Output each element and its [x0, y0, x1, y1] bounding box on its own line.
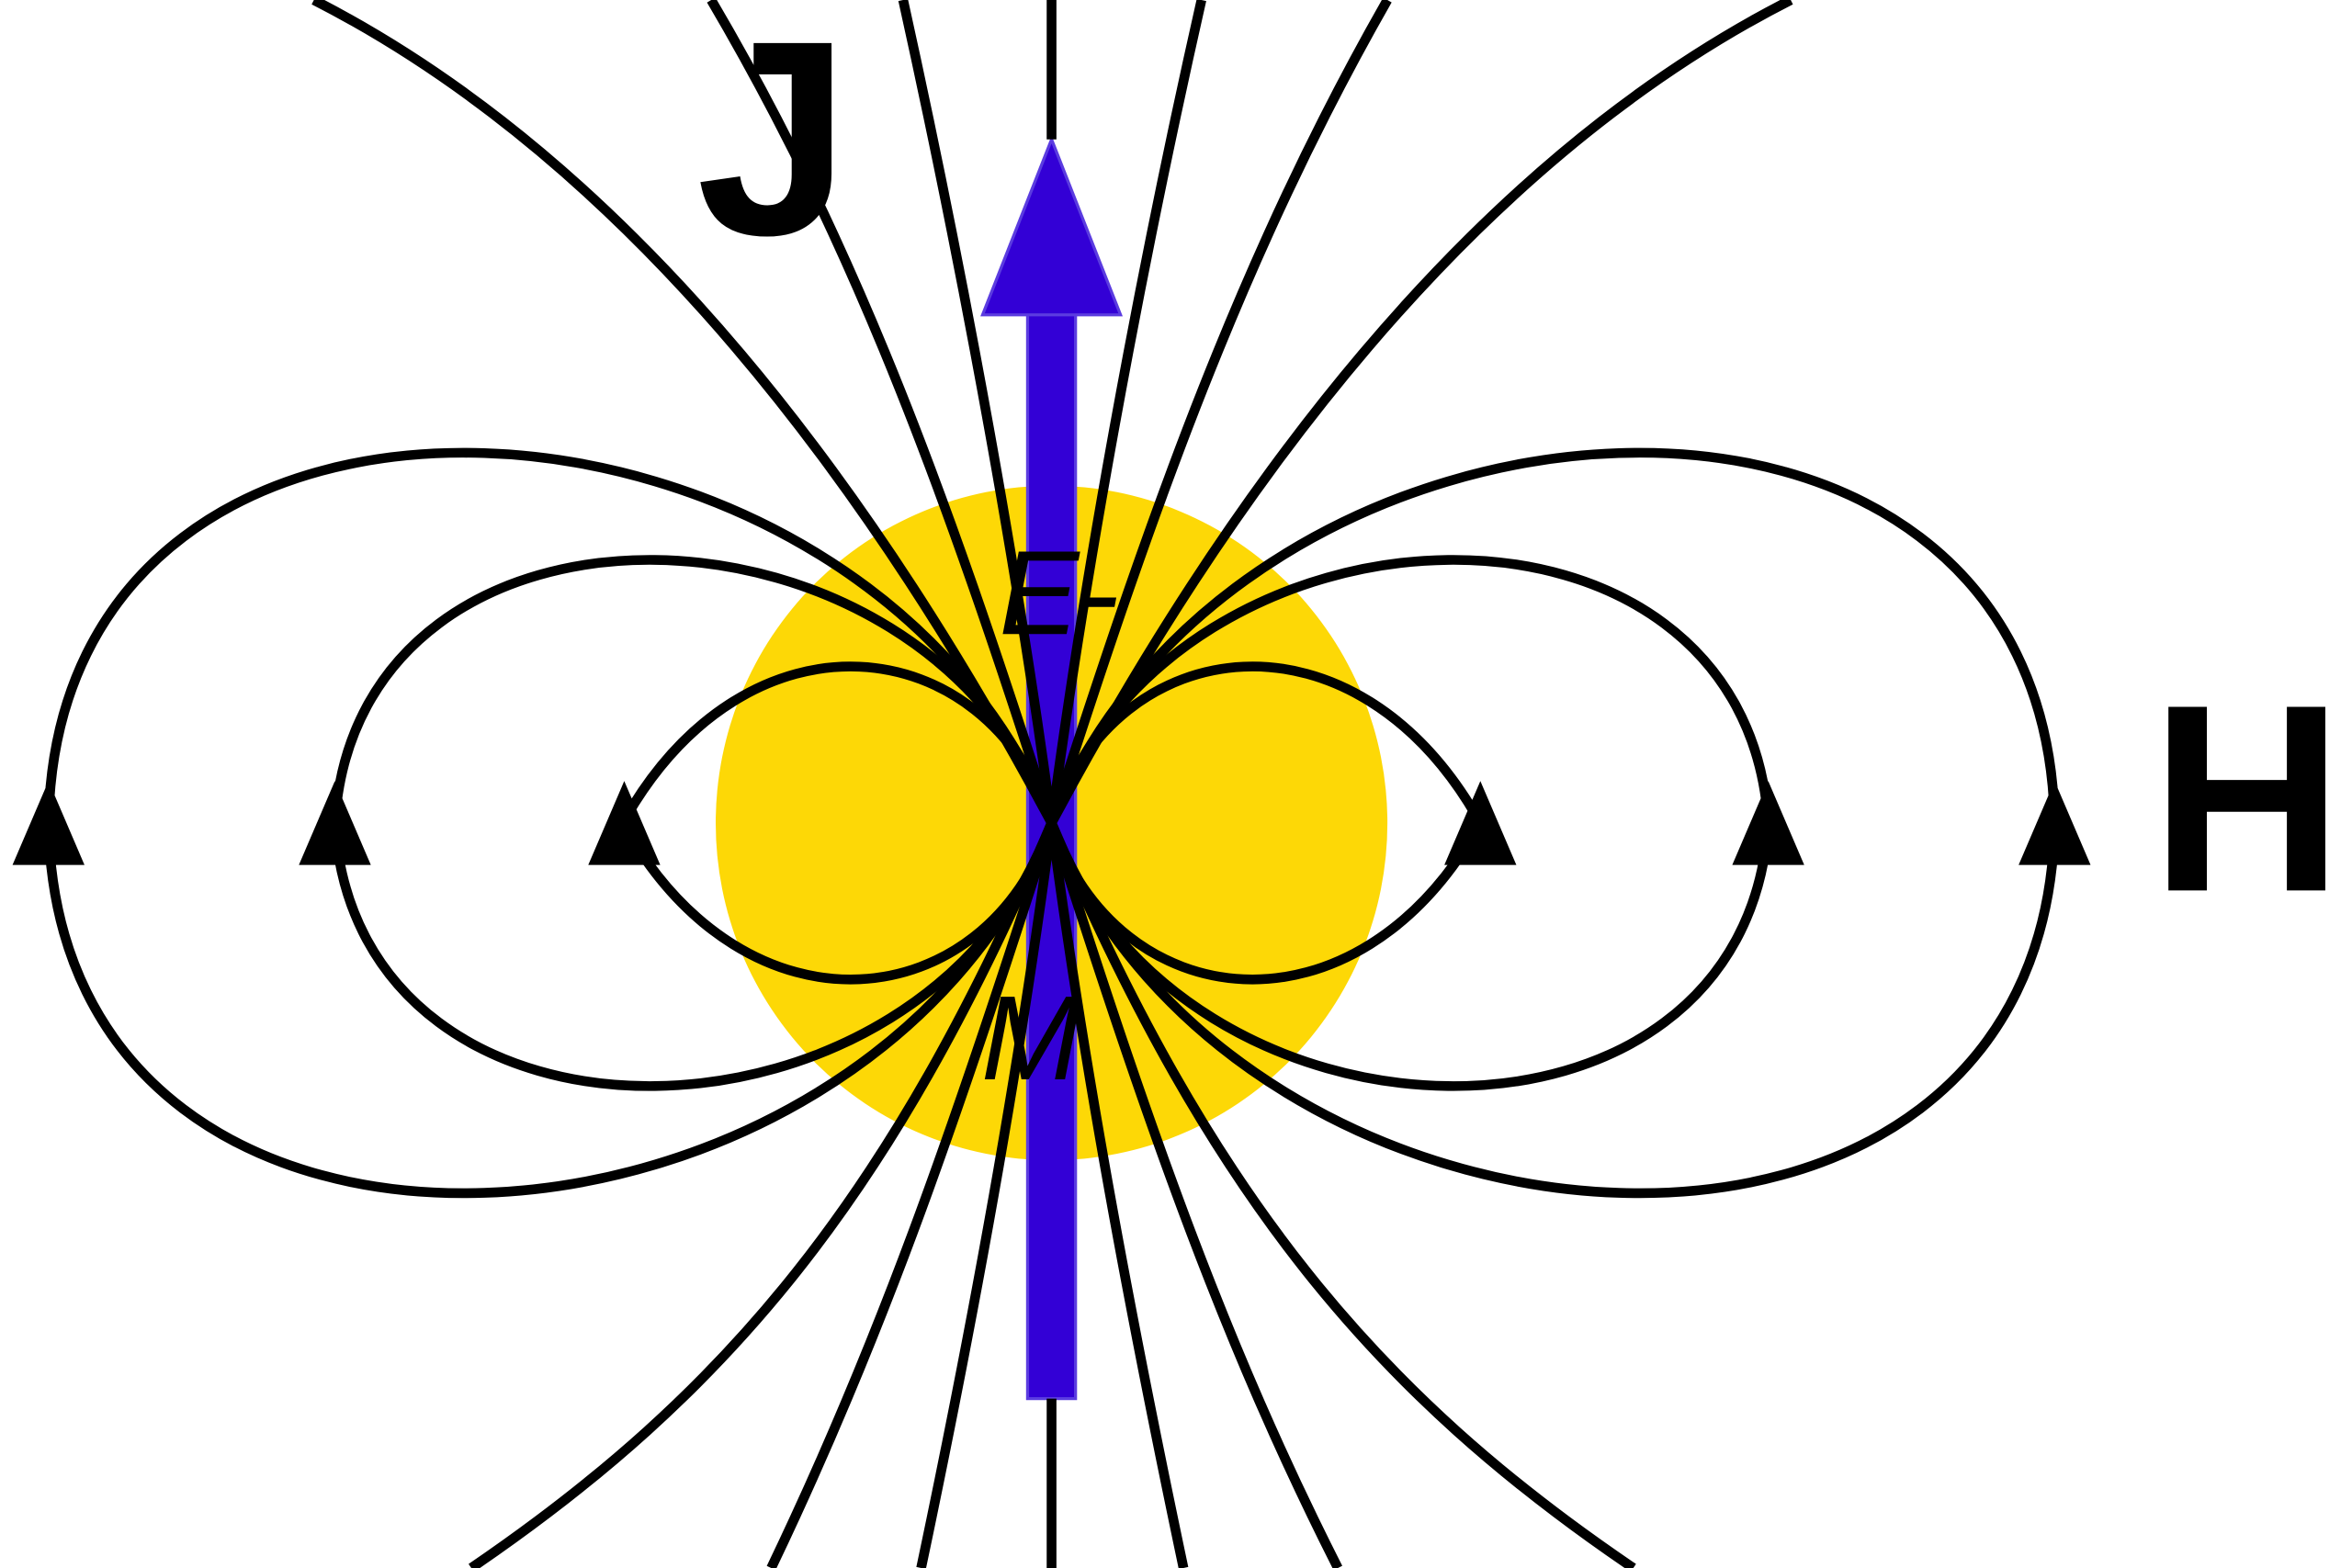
- arrowhead-left-middle: [299, 781, 371, 865]
- label-field-h: H: [2151, 649, 2344, 947]
- arrowhead-left-inner: [588, 781, 661, 865]
- field-line-open-lower-right-1: [1046, 822, 1189, 1568]
- field-line-open-lower-left-1: [916, 822, 1057, 1568]
- field-line-open-upper-right-1: [1046, 0, 1206, 824]
- field-line-open-upper-left-1: [898, 0, 1057, 824]
- arrowhead-right-outer: [2018, 781, 2091, 865]
- field-line-open-upper-left-2: [707, 0, 1057, 825]
- field-line-open-upper-right-2: [1046, 0, 1392, 825]
- field-line-open-lower-left-3: [469, 820, 1057, 1568]
- arrowhead-right-middle: [1732, 781, 1804, 865]
- label-moment-m: M: [981, 971, 1081, 1105]
- moment-arrow-head: [980, 135, 1124, 317]
- label-charge-e: E-: [999, 525, 1119, 660]
- label-spin-j: J: [696, 0, 851, 293]
- field-line-open-lower-left-2: [766, 821, 1057, 1568]
- field-line-open-lower-right-3: [1046, 820, 1636, 1568]
- arrowhead-left-outer: [12, 781, 85, 865]
- arrowhead-right-inner: [1444, 781, 1517, 865]
- field-line-open-lower-right-2: [1046, 821, 1342, 1568]
